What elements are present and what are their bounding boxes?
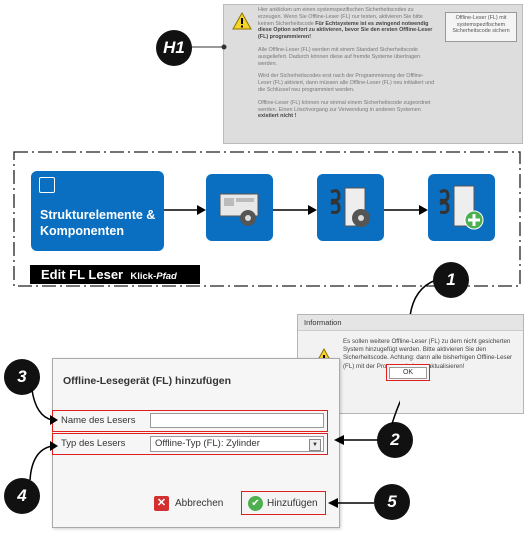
type-select[interactable]: Offline-Typ (FL): Zylinder ▼	[150, 436, 324, 452]
information-message: Es sollen weitere Offline-Leser (FL) zu …	[343, 338, 513, 370]
tile-add-reader[interactable]	[428, 174, 495, 241]
check-icon: ✔	[248, 495, 263, 511]
name-input[interactable]	[150, 413, 324, 428]
chevron-down-icon: ▼	[309, 439, 321, 451]
secure-code-button[interactable]: Offline-Leser (FL) mit systemspezifische…	[445, 12, 517, 42]
callout-5: 5	[374, 484, 410, 520]
warning-text: Hier anklicken um einen systemspezifisch…	[258, 7, 435, 120]
callout-3-connector	[31, 389, 58, 425]
tile-strukturelemente[interactable]: Strukturelemente & Komponenten	[31, 171, 164, 251]
h1-connector	[188, 44, 227, 50]
flow-arrow-2	[273, 205, 317, 215]
callout-4: 4	[4, 478, 40, 514]
callout-h1: H1	[156, 30, 192, 66]
flow-arrow-1	[164, 205, 206, 215]
tile-controller[interactable]	[206, 174, 273, 241]
callout-4-connector	[29, 441, 58, 481]
edit-fl-leser-bar: Edit FL Leser Klick-Pfad	[30, 265, 200, 284]
callout-5-connector	[328, 498, 374, 508]
name-label: Name des Lesers	[61, 415, 136, 426]
callout-2: 2	[377, 422, 413, 458]
tile-reader-settings[interactable]	[317, 174, 384, 241]
type-label: Typ des Lesers	[61, 438, 126, 449]
warning-icon	[232, 12, 252, 30]
information-title: Information	[298, 315, 523, 331]
close-icon: ✕	[154, 495, 169, 511]
add-button[interactable]: ✔ Hinzufügen	[241, 491, 326, 515]
controller-icon	[219, 193, 259, 226]
reader-add-icon	[439, 185, 484, 230]
callout-1: 1	[433, 262, 469, 298]
callout-3: 3	[4, 359, 40, 395]
square-icon	[39, 177, 55, 193]
flow-frame	[13, 151, 521, 287]
dialog-title: Offline-Lesegerät (FL) hinzufügen	[63, 375, 231, 387]
reader-gear-icon	[330, 187, 370, 227]
ok-button[interactable]: OK	[386, 364, 430, 381]
flow-arrow-3	[384, 205, 428, 215]
callout-2-connectors	[334, 400, 400, 445]
cancel-button[interactable]: ✕ Abbrechen	[154, 492, 223, 514]
